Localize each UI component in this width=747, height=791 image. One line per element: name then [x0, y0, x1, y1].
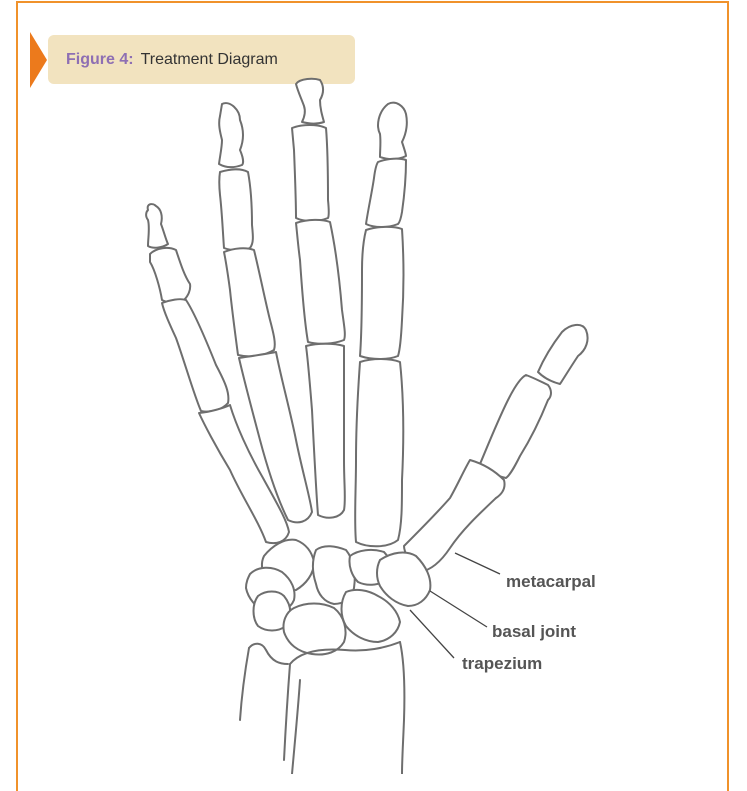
basal-joint-leader [430, 591, 487, 627]
label-metacarpal: metacarpal [506, 572, 596, 591]
trapezium-leader [410, 610, 454, 658]
label-trapezium: trapezium [462, 654, 542, 673]
annotation-labels: metacarpal basal joint trapezium [410, 553, 596, 673]
index-finger [355, 103, 407, 547]
carpal-bones [246, 540, 430, 655]
label-basal-joint: basal joint [492, 622, 576, 641]
middle-finger [292, 79, 345, 518]
thumb [404, 325, 588, 572]
forearm-bones [240, 642, 404, 774]
hand-skeleton-diagram: metacarpal basal joint trapezium [0, 0, 747, 774]
metacarpal-leader [455, 553, 500, 574]
